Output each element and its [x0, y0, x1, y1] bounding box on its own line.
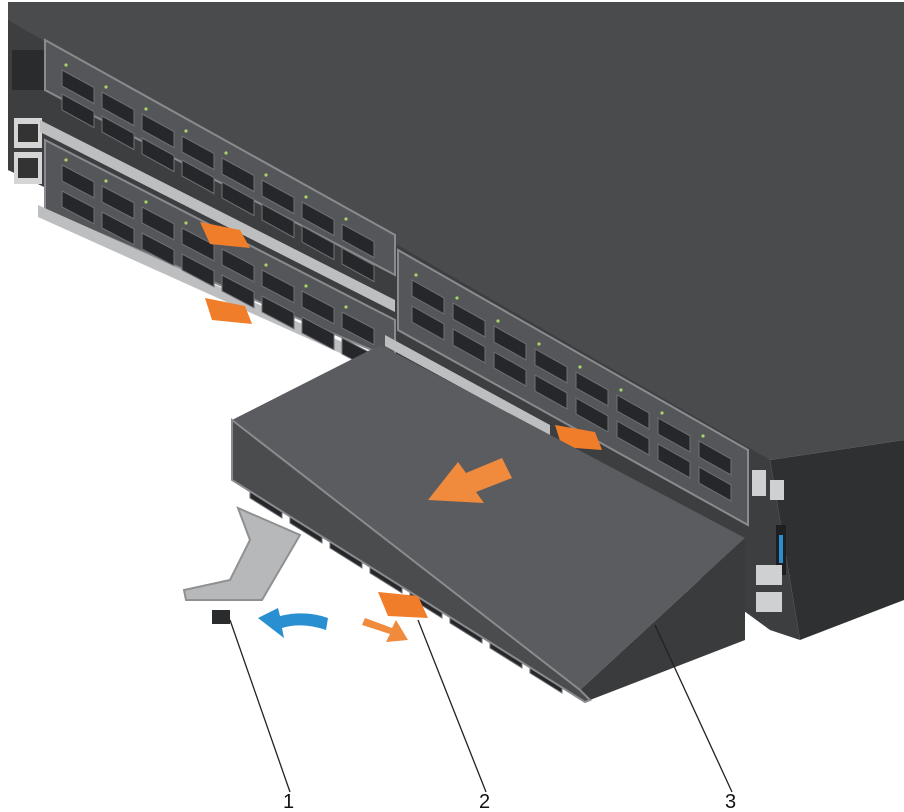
callout-label-3: 3 — [725, 791, 736, 812]
removed-module-side — [580, 538, 745, 700]
orange-latch-icon — [378, 592, 428, 618]
qsfp-port-icon — [657, 417, 691, 453]
qsfp-port-icon — [452, 328, 486, 364]
qsfp-port-icon — [616, 420, 650, 456]
qsfp-port-icon — [301, 316, 335, 351]
port-led-icon — [619, 388, 623, 392]
qsfp-port-icon — [61, 190, 95, 225]
qsfp-port-icon — [261, 269, 295, 304]
qsfp-port-icon — [411, 279, 445, 315]
port-led-icon — [414, 273, 418, 277]
qsfp-port-icon — [493, 351, 527, 387]
qsfp-port-icon — [221, 157, 255, 193]
port-led-icon — [64, 63, 68, 67]
port-led-icon — [344, 217, 348, 221]
callout-label-2: 2 — [479, 791, 490, 812]
port-led-icon — [144, 107, 148, 111]
qsfp-port-icon — [141, 113, 175, 149]
port-led-icon — [104, 85, 108, 89]
curved-rotation-arrow-icon — [258, 608, 328, 638]
qsfp-port-icon — [341, 311, 375, 346]
qsfp-port-icon — [301, 290, 335, 325]
callout-label-1: 1 — [283, 791, 294, 812]
port-led-icon — [344, 305, 348, 309]
qsfp-port-icon — [534, 374, 568, 410]
port-led-icon — [304, 284, 308, 288]
qsfp-port-icon — [261, 295, 295, 330]
qsfp-port-icon — [221, 248, 255, 283]
port-led-icon — [660, 411, 664, 415]
qsfp-port-icon — [698, 440, 732, 476]
qsfp-port-icon — [61, 93, 95, 129]
qsfp-port-icon — [452, 302, 486, 338]
removed-module-top — [232, 345, 745, 690]
qsfp-port-icon — [534, 348, 568, 384]
qsfp-port-icon — [181, 227, 215, 262]
qsfp-port-icon — [101, 91, 135, 127]
port-led-icon — [701, 434, 705, 438]
qsfp-port-icon — [221, 181, 255, 217]
qsfp-port-icon — [575, 397, 609, 433]
port-led-icon — [184, 129, 188, 133]
port-led-icon — [264, 173, 268, 177]
chassis-top-surface — [8, 2, 904, 460]
qsfp-port-icon — [657, 443, 691, 479]
port-led-icon — [304, 195, 308, 199]
latch-direction-arrow-icon — [362, 618, 408, 642]
port-led-icon — [104, 179, 108, 183]
qsfp-port-icon — [301, 201, 335, 237]
side-panel-ports — [752, 470, 786, 612]
port-led-icon — [184, 221, 188, 225]
qsfp-port-icon — [141, 137, 175, 173]
removed-module-front — [231, 417, 592, 704]
port-led-icon — [578, 365, 582, 369]
qsfp-port-icon — [616, 394, 650, 430]
qsfp-port-icon — [411, 305, 445, 341]
port-led-icon — [64, 158, 68, 162]
callout-lines — [229, 619, 733, 793]
qsfp-port-icon — [341, 247, 375, 283]
qsfp-port-icon — [301, 225, 335, 261]
qsfp-port-icon — [101, 211, 135, 246]
release-handle-icon — [182, 506, 302, 624]
port-led-icon — [455, 296, 459, 300]
direction-arrow-icon — [428, 458, 512, 503]
qsfp-port-icon — [575, 371, 609, 407]
qsfp-port-icon — [181, 135, 215, 171]
port-led-icon — [144, 200, 148, 204]
qsfp-port-icon — [221, 274, 255, 309]
port-led-icon — [496, 319, 500, 323]
qsfp-port-icon — [61, 164, 95, 199]
callout-line-2 — [417, 619, 487, 793]
qsfp-port-icon — [181, 253, 215, 288]
qsfp-port-icon — [141, 232, 175, 267]
qsfp-port-icon — [101, 185, 135, 220]
qsfp-port-icon — [181, 159, 215, 195]
port-led-icon — [264, 263, 268, 267]
callout-line-1 — [229, 619, 291, 793]
chassis-right-side — [770, 440, 904, 640]
qsfp-port-icon — [493, 325, 527, 361]
qsfp-port-icon — [698, 466, 732, 502]
port-led-icon — [224, 151, 228, 155]
callout-line-3 — [654, 624, 733, 793]
qsfp-port-icon — [261, 179, 295, 215]
qsfp-port-icon — [61, 69, 95, 105]
port-led-icon — [537, 342, 541, 346]
management-panel — [12, 50, 44, 184]
qsfp-port-icon — [101, 115, 135, 151]
orange-latch-installed — [200, 222, 602, 450]
qsfp-port-icon — [261, 203, 295, 239]
qsfp-port-icon — [341, 223, 375, 259]
qsfp-port-icon — [141, 206, 175, 241]
